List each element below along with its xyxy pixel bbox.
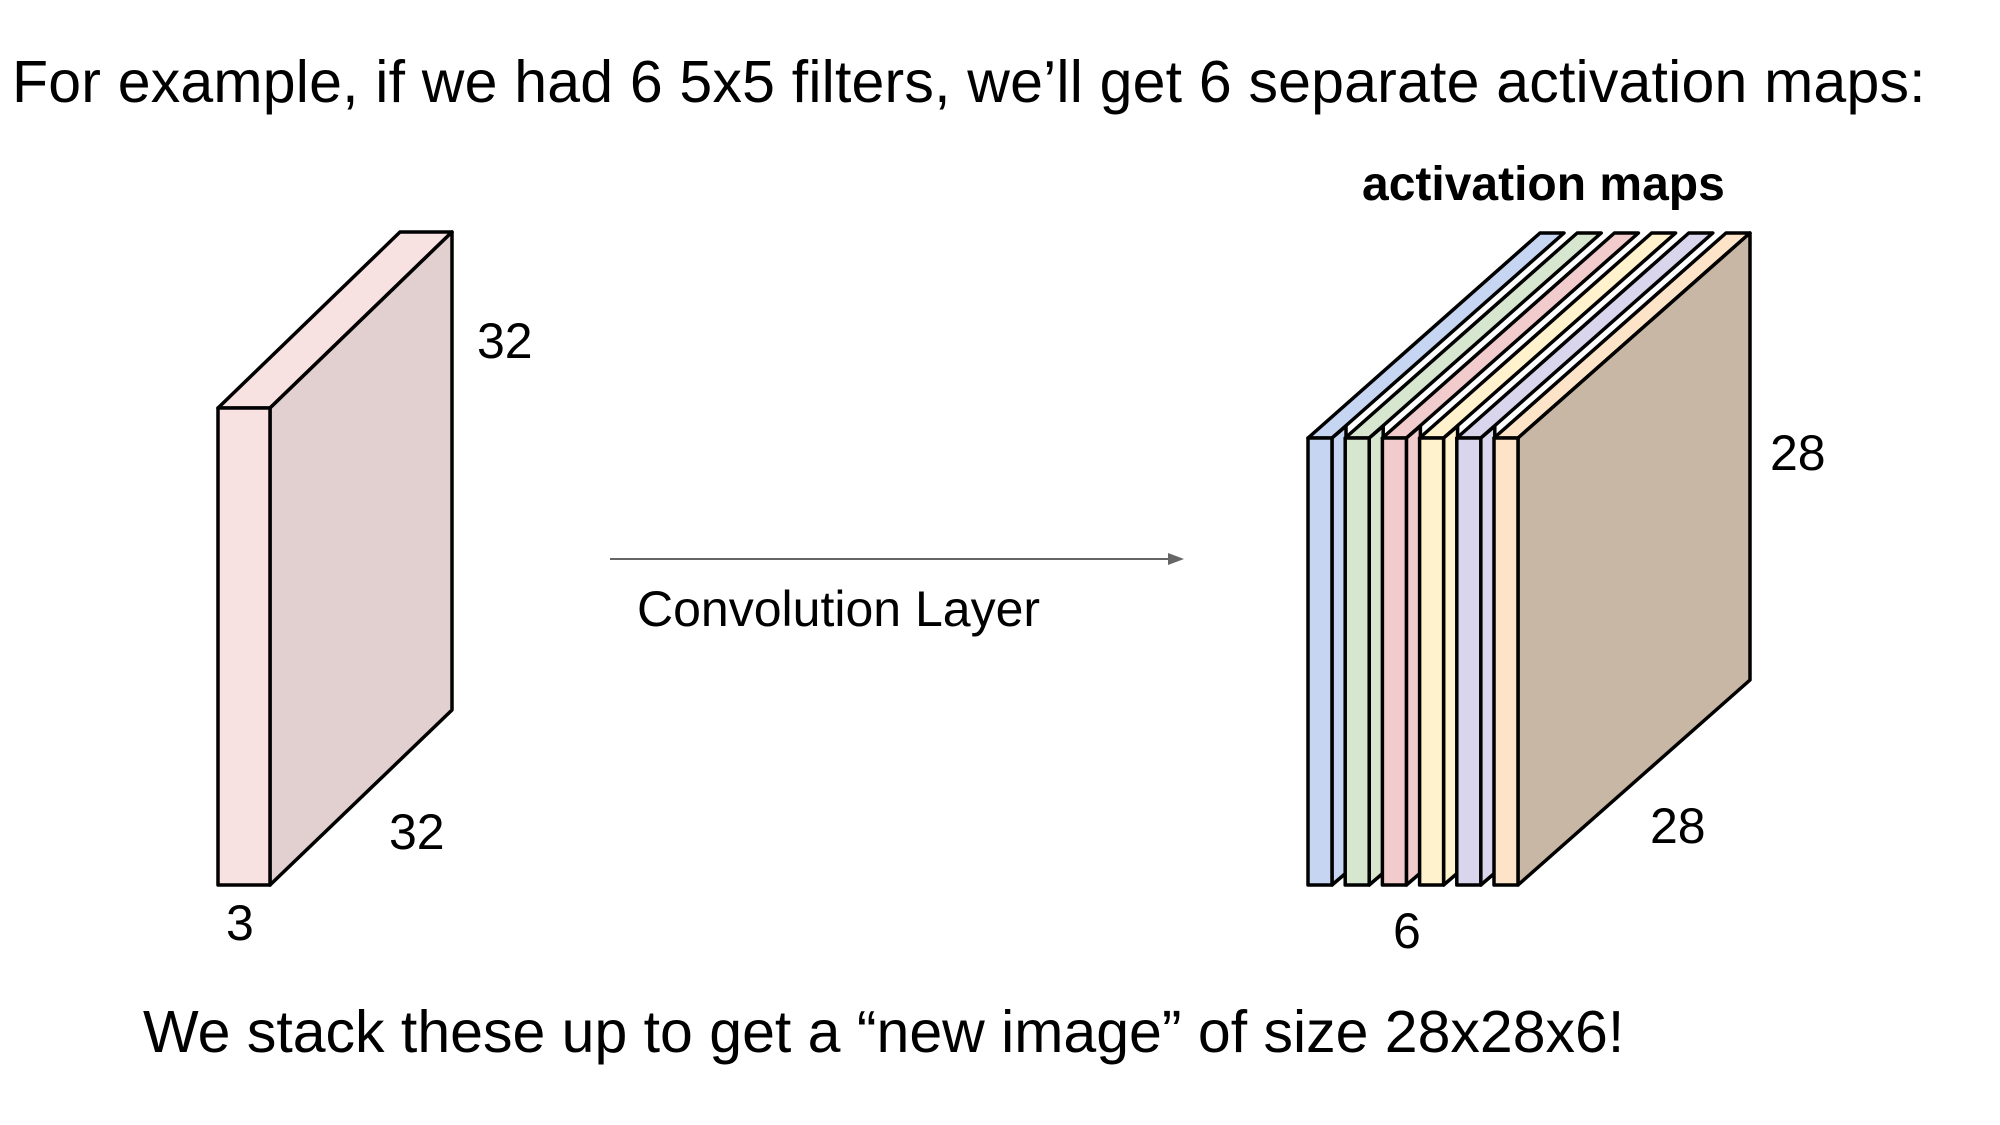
activation-map-slice-front-6 <box>1492 436 1520 887</box>
activation-map-slice-front-3 <box>1380 436 1409 887</box>
slide-caption: We stack these up to get a “new image” o… <box>143 999 1625 1065</box>
convolution-arrow <box>610 553 1184 565</box>
output-depth-label: 6 <box>1393 903 1421 959</box>
slide-title: For example, if we had 6 5x5 filters, we… <box>12 49 1926 115</box>
output-volume <box>1306 231 1752 887</box>
arrow-label: Convolution Layer <box>637 581 1040 637</box>
activation-map-slice-front-4 <box>1417 436 1446 887</box>
input-height-label: 32 <box>477 313 533 369</box>
activation-map-slice-front-5 <box>1455 436 1483 887</box>
arrow-head <box>1168 553 1184 565</box>
input-volume-front-face <box>216 406 272 887</box>
output-height-label: 28 <box>1770 425 1826 481</box>
activation-map-slice-front-1 <box>1306 436 1334 887</box>
input-width-label: 32 <box>389 804 445 860</box>
activation-maps-heading: activation maps <box>1362 158 1725 211</box>
activation-map-slice-front-2 <box>1343 436 1371 887</box>
output-width-label: 28 <box>1650 798 1706 854</box>
input-volume <box>216 230 454 887</box>
input-depth-label: 3 <box>226 895 254 951</box>
